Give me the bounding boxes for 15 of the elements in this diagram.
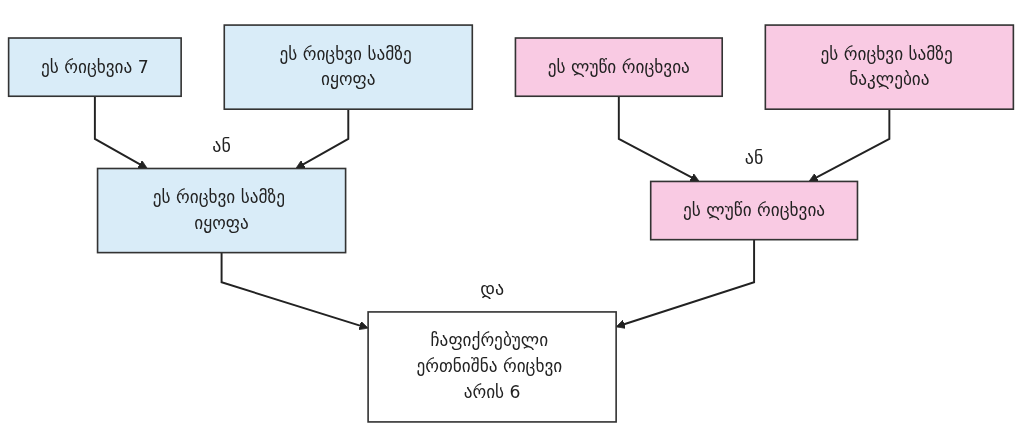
arrow — [808, 108, 891, 182]
node-box: ეს ლუწი რიცხვია — [514, 37, 723, 98]
node-box: ეს ლუწი რიცხვია — [649, 180, 859, 241]
connector-word: ან — [744, 147, 764, 169]
node-box: ჩაფიქრებული ერთნიშნა რიცხვი არის 6 — [367, 311, 617, 423]
connector-word: და — [480, 277, 505, 299]
node-box: ეს რიცხვი სამზე ნაკლებია — [764, 24, 1015, 110]
arrow — [295, 108, 350, 169]
node-box: ეს რიცხვი სამზე იყოფა — [96, 167, 347, 254]
arrow — [220, 251, 369, 331]
arrow — [617, 95, 700, 182]
node-box: ეს რიცხვია 7 — [7, 37, 182, 98]
node-box: ეს რიცხვი სამზე იყოფა — [223, 24, 474, 110]
connector-word: ან — [212, 134, 231, 156]
arrow — [93, 95, 148, 169]
